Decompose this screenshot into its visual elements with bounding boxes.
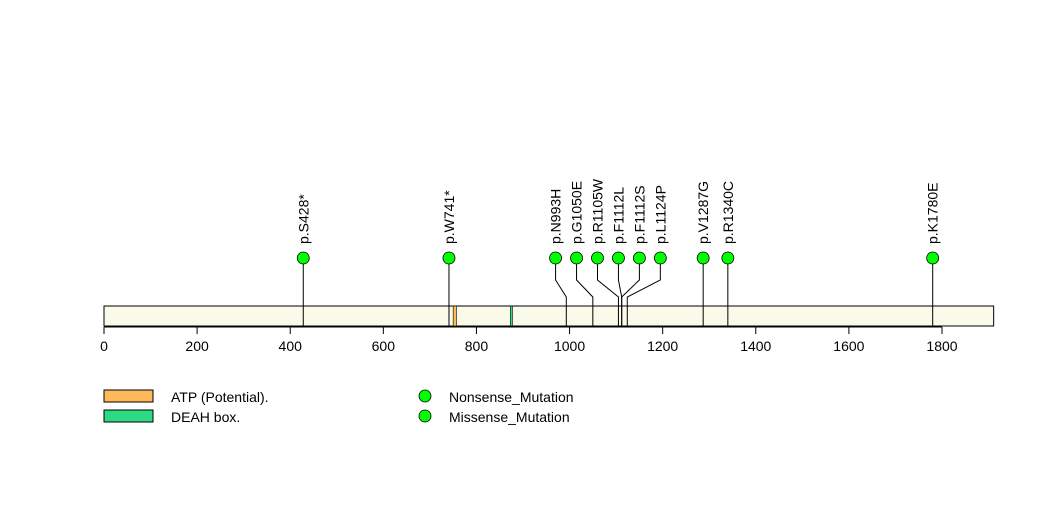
- x-tick-label: 1600: [833, 338, 864, 354]
- x-tick-label: 1400: [740, 338, 771, 354]
- mutation-point: [612, 251, 625, 265]
- mutation-stem: [621, 258, 640, 326]
- x-tick-label: 0: [100, 338, 108, 354]
- mutation-label: p.W741*: [441, 190, 457, 244]
- mutation-label: p.V1287G: [695, 181, 711, 244]
- mutation-point: [696, 251, 710, 265]
- mutation-point: [442, 251, 456, 265]
- x-tick-label: 1800: [926, 338, 957, 354]
- mutation-point: [570, 251, 583, 265]
- legend-domain-label: DEAH box.: [171, 409, 240, 425]
- mutation-point: [632, 251, 646, 265]
- mutation-stem: [576, 258, 594, 326]
- mutation-label: p.R1105W: [589, 178, 605, 244]
- x-tick-label: 400: [279, 338, 303, 354]
- mutation-point: [926, 251, 940, 265]
- legend-domain-swatch: [103, 409, 154, 423]
- domain-0: [452, 305, 457, 327]
- x-tick-label: 200: [185, 338, 209, 354]
- mutation-label: p.N993H: [548, 189, 564, 244]
- mutation-label: p.F1112L: [610, 187, 626, 244]
- legend-domain-label: ATP (Potential).: [171, 389, 269, 405]
- mutation-label: p.G1050E: [569, 181, 585, 244]
- mutation-point: [296, 251, 310, 265]
- mutation-label: p.K1780E: [925, 183, 941, 245]
- mutation-label: p.F1112S: [631, 185, 647, 244]
- domain-1: [510, 305, 513, 327]
- legend-mutation-label: Nonsense_Mutation: [449, 389, 574, 405]
- mutation-point: [721, 251, 735, 265]
- x-tick-label: 600: [372, 338, 396, 354]
- legend-domain-swatch: [103, 389, 154, 403]
- mutation-label: p.L1124P: [652, 185, 668, 244]
- legend-mutation-marker: [418, 409, 432, 423]
- mutation-point: [591, 251, 604, 265]
- mutation-stem: [596, 258, 619, 326]
- x-tick-label: 800: [465, 338, 489, 354]
- mutation-stem: [626, 258, 661, 326]
- mutation-label: p.S428*: [295, 194, 311, 244]
- mutation-stem: [555, 258, 567, 326]
- mutation-point: [549, 251, 562, 265]
- x-tick-label: 1000: [554, 338, 585, 354]
- mutation-point: [653, 251, 667, 265]
- x-tick-label: 1200: [647, 338, 678, 354]
- legend-mutation-marker: [418, 389, 432, 403]
- protein-bar: [103, 305, 995, 327]
- mutation-label: p.R1340C: [720, 181, 736, 244]
- legend-mutation-label: Missense_Mutation: [449, 409, 570, 425]
